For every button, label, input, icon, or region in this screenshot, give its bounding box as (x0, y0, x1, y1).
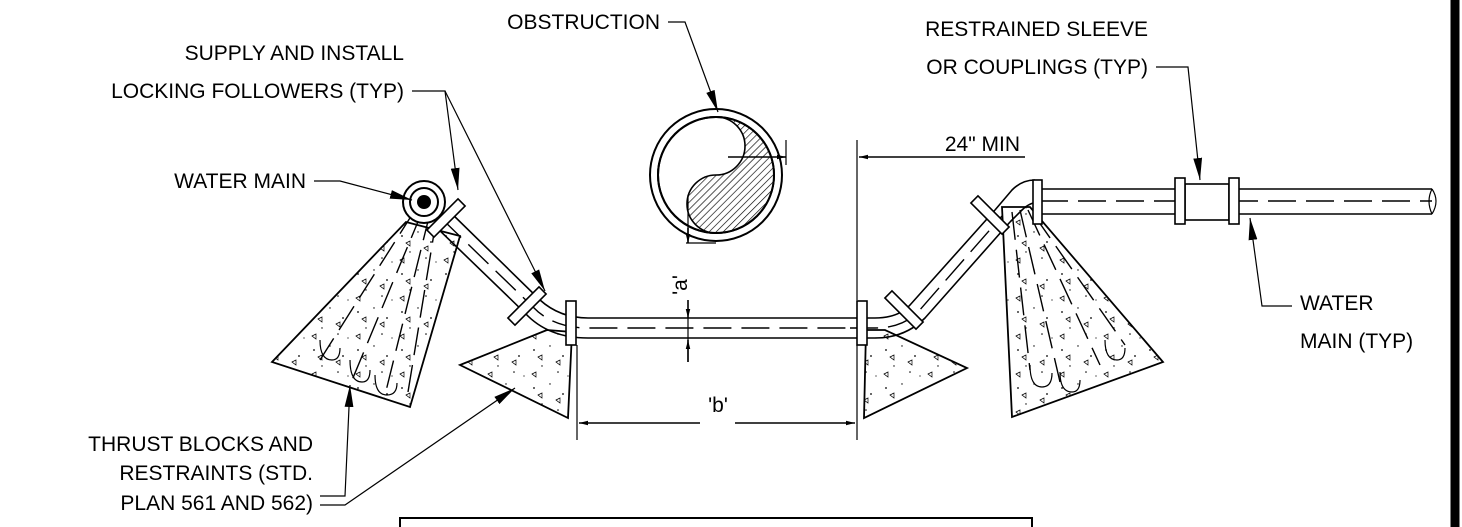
obstruction-symbol (649, 108, 783, 242)
title-box (399, 517, 1033, 527)
dimension-a-label: 'a' (669, 275, 692, 295)
dimension-24-min (728, 140, 1025, 300)
water-main-section (402, 180, 446, 224)
obstruction-label: OBSTRUCTION (507, 11, 660, 34)
dimension-a (685, 195, 716, 362)
thrust-blocks-label-line1: THRUST BLOCKS AND (88, 433, 313, 456)
thrust-block-inner-left (457, 329, 573, 420)
restrained-sleeve-label-line1: RESTRAINED SLEEVE (925, 18, 1148, 41)
thrust-blocks-label-line3: PLAN 561 AND 562) (120, 492, 313, 515)
restrained-sleeve-label-line2: OR COUPLINGS (TYP) (926, 56, 1148, 79)
thrust-blocks (270, 206, 1165, 420)
water-main-typ-label-line2: MAIN (TYP) (1300, 330, 1413, 353)
pipe-right-diagonal (850, 209, 996, 319)
leader-lines (314, 21, 1292, 506)
dimension-b-label: 'b' (708, 394, 728, 417)
water-main-label: WATER MAIN (174, 170, 306, 193)
restraint-rods (319, 209, 1126, 396)
thrust-block-far-left (270, 220, 462, 409)
thrust-block-far-right (1001, 206, 1165, 419)
thrust-block-inner-right (863, 329, 970, 420)
pipe-network (433, 179, 1437, 339)
locking-followers-label-line2: LOCKING FOLLOWERS (TYP) (111, 80, 404, 103)
min-clearance-label: 24" MIN (945, 133, 1020, 156)
pipe-left-diagonal (447, 209, 850, 319)
thrust-blocks-label-line2: RESTRAINTS (STD. (119, 462, 313, 485)
dimension-b (576, 345, 858, 440)
water-main-typ-label-line1: WATER (1300, 292, 1374, 315)
locking-followers-label-line1: SUPPLY AND INSTALL (185, 42, 404, 65)
flanges (425, 177, 1240, 346)
restrained-sleeve (1184, 183, 1230, 221)
